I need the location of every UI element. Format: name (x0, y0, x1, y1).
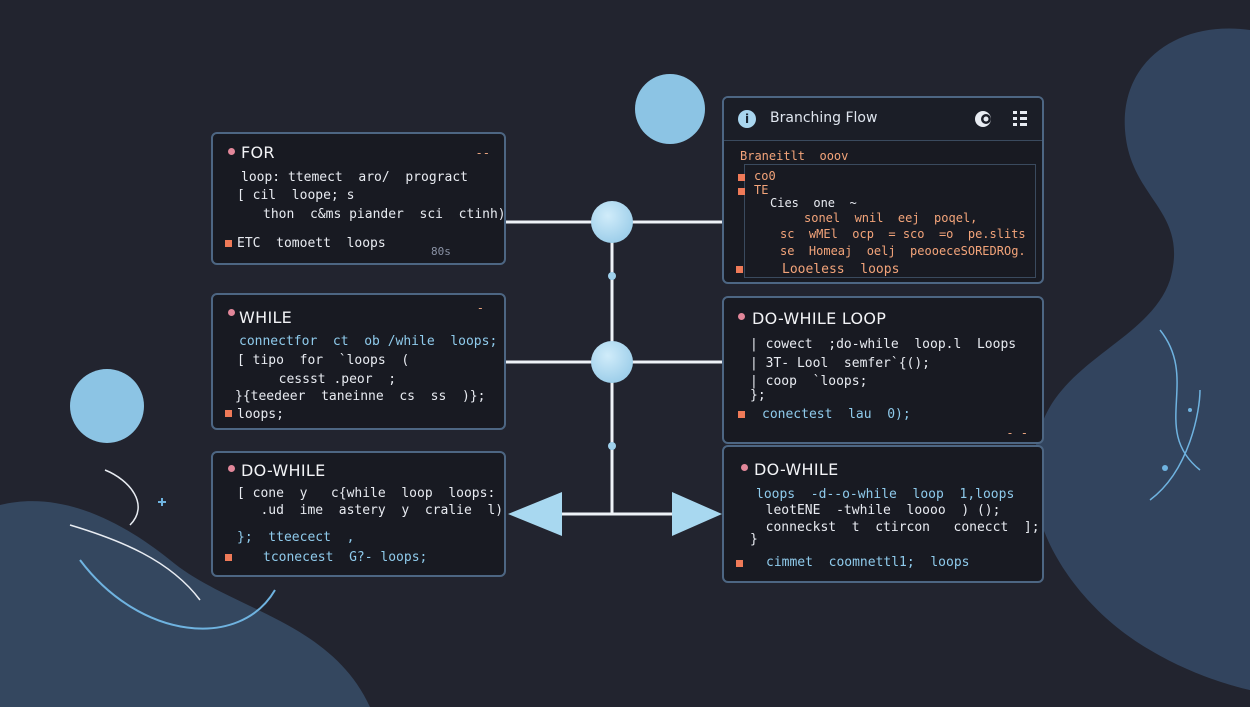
do-while-card[interactable]: DO-WHILE [ cone y c{while loop loops: .u… (211, 451, 506, 577)
card-title: DO-WHILE (241, 461, 326, 480)
code-line: | coop `loops; (750, 374, 868, 389)
card-footer: ETC tomoett loops (237, 236, 386, 251)
title-dot (228, 465, 235, 472)
code-line: }; tteecect , (237, 530, 355, 545)
spark-dot (1188, 408, 1192, 412)
window-header: i Branching Flow (724, 98, 1042, 141)
code-line: | cowect ;do-while loop.l Loops (750, 337, 1017, 352)
branching-flow-window[interactable]: i Branching Flow Braneitlt ooov co0 TE C… (722, 96, 1044, 284)
code-line: [ tipo for `loops ( (237, 353, 410, 368)
card-footer: Looeless loops (782, 262, 900, 277)
marker-square (225, 554, 232, 561)
info-icon[interactable]: i (738, 110, 756, 128)
window-title: Branching Flow (770, 110, 878, 126)
card-footer-right: 80s (431, 245, 451, 258)
swirl-right (1149, 329, 1201, 501)
code-line: connectfor ct ob /while loops; (239, 334, 498, 349)
code-line: conneckst t ctircon conecct ]; (750, 520, 1040, 535)
blob-left (0, 501, 370, 707)
connector-node-top (591, 201, 633, 243)
card-title: WHILE (239, 308, 293, 327)
sphere-top (635, 74, 705, 144)
code-line: cessst .peor ; (263, 372, 397, 387)
card-title: DO-WHILE (754, 460, 839, 479)
card-menu[interactable]: - - (1006, 426, 1028, 440)
code-line: sc wMEl ocp = sco =o pe.slits (780, 227, 1026, 241)
swirl-left-blue (79, 559, 276, 630)
code-line: .ud ime astery y cralie l); (237, 503, 506, 518)
code-line: } (750, 532, 758, 547)
code-line: se Homeaj oelj peooeceSOREDROg. (780, 244, 1026, 258)
card-menu[interactable]: - (476, 301, 484, 315)
marker-square (736, 266, 743, 273)
code-line: [ cone y c{while loop loops: (237, 486, 496, 501)
card-title: FOR (241, 143, 275, 162)
do-while-card-2[interactable]: DO-WHILE loops -d--o-while loop 1,loops … (722, 445, 1044, 583)
title-dot (228, 148, 235, 155)
code-line: Cies one ~ (770, 196, 857, 210)
code-panel (744, 164, 1036, 278)
card-footer: cimmet coomnettl1; loops (766, 555, 970, 570)
code-header: Braneitlt ooov (740, 149, 849, 163)
card-footer: conectest lau 0); (762, 407, 911, 422)
connector-dot (608, 442, 616, 450)
code-line: loops -d--o-while loop 1,loops (756, 487, 1015, 502)
code-line: TE (754, 183, 769, 197)
code-line: loop: ttemect aro/ progract (241, 170, 468, 185)
marker-square (736, 560, 743, 567)
code-line: | 3T- Lool semfer`{(); (750, 356, 931, 371)
spark-dot (1162, 465, 1168, 471)
card-footer: tconecest G?- loops; (263, 550, 428, 565)
arrow-left (508, 492, 562, 536)
menu-icon[interactable] (1012, 109, 1028, 127)
code-line: co0 (754, 169, 776, 183)
code-line: }{teedeer taneinne cs ss )}; (235, 389, 486, 404)
marker-square (738, 174, 745, 181)
marker-square (738, 411, 745, 418)
code-line: [ cil loope; s (237, 188, 355, 203)
code-line: thon c&ms piander sci ctinh) (263, 207, 506, 222)
card-menu[interactable]: -- (475, 146, 490, 160)
card-title: DO-WHILE LOOP (752, 309, 887, 328)
title-dot (228, 309, 235, 316)
arrow-right (672, 492, 722, 536)
spark-star (158, 498, 166, 506)
eye-icon[interactable] (974, 109, 996, 129)
code-line: leotENE -twhile loooo ) (); (750, 503, 1001, 518)
swirl-left (69, 469, 201, 601)
card-footer: loops; (237, 407, 284, 422)
connector-dot (608, 272, 616, 280)
marker-square (225, 410, 232, 417)
title-dot (738, 313, 745, 320)
connector-node-mid (591, 341, 633, 383)
while-card[interactable]: WHILE - connectfor ct ob /while loops; [… (211, 293, 506, 430)
do-while-loop-card[interactable]: DO-WHILE LOOP | cowect ;do-while loop.l … (722, 296, 1044, 444)
code-line: sonel wnil eej poqel, (804, 211, 978, 225)
marker-square (225, 240, 232, 247)
sphere-left (70, 369, 144, 443)
blob-right (1032, 28, 1250, 691)
title-dot (741, 464, 748, 471)
marker-square (738, 188, 745, 195)
for-card[interactable]: FOR -- loop: ttemect aro/ progract [ cil… (211, 132, 506, 265)
code-line: }; (750, 388, 766, 403)
